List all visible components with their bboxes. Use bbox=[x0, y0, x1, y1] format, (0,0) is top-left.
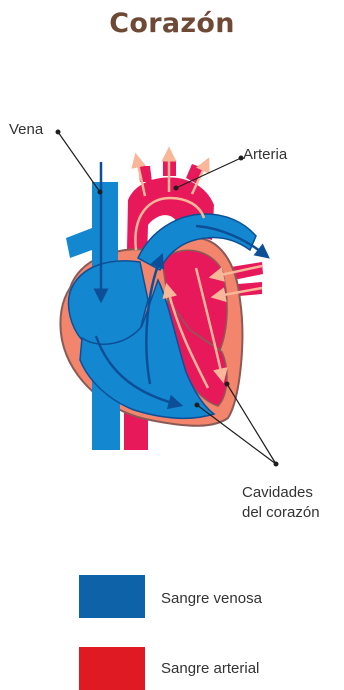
leader-arteria-dot-end bbox=[174, 186, 179, 191]
leader-cavidades-2 bbox=[227, 384, 276, 464]
leader-arteria bbox=[176, 158, 241, 188]
legend-label-venosa: Sangre venosa bbox=[161, 590, 262, 607]
leader-cavidades-dot-end-2 bbox=[225, 382, 230, 387]
label-vena: Vena bbox=[9, 120, 43, 140]
leader-vena-dot-end bbox=[98, 190, 103, 195]
label-cavidades-line2: del corazón bbox=[242, 503, 320, 523]
label-arteria: Arteria bbox=[243, 145, 287, 165]
label-cavidades: Cavidades del corazón bbox=[242, 483, 320, 523]
superior-vena-cava bbox=[92, 182, 118, 268]
label-cavidades-line1: Cavidades bbox=[242, 483, 320, 503]
legend-swatch-venosa bbox=[79, 575, 145, 618]
leader-vena bbox=[58, 132, 100, 192]
leader-cavidades-1 bbox=[197, 405, 276, 464]
leader-vena-dot-start bbox=[56, 130, 61, 135]
leader-cavidades-dot-end-1 bbox=[195, 403, 200, 408]
venous-stub-left bbox=[66, 228, 92, 258]
leader-cavidades-dot-start bbox=[274, 462, 279, 467]
legend-label-arterial: Sangre arterial bbox=[161, 660, 259, 677]
legend-swatch-arterial bbox=[79, 647, 145, 690]
